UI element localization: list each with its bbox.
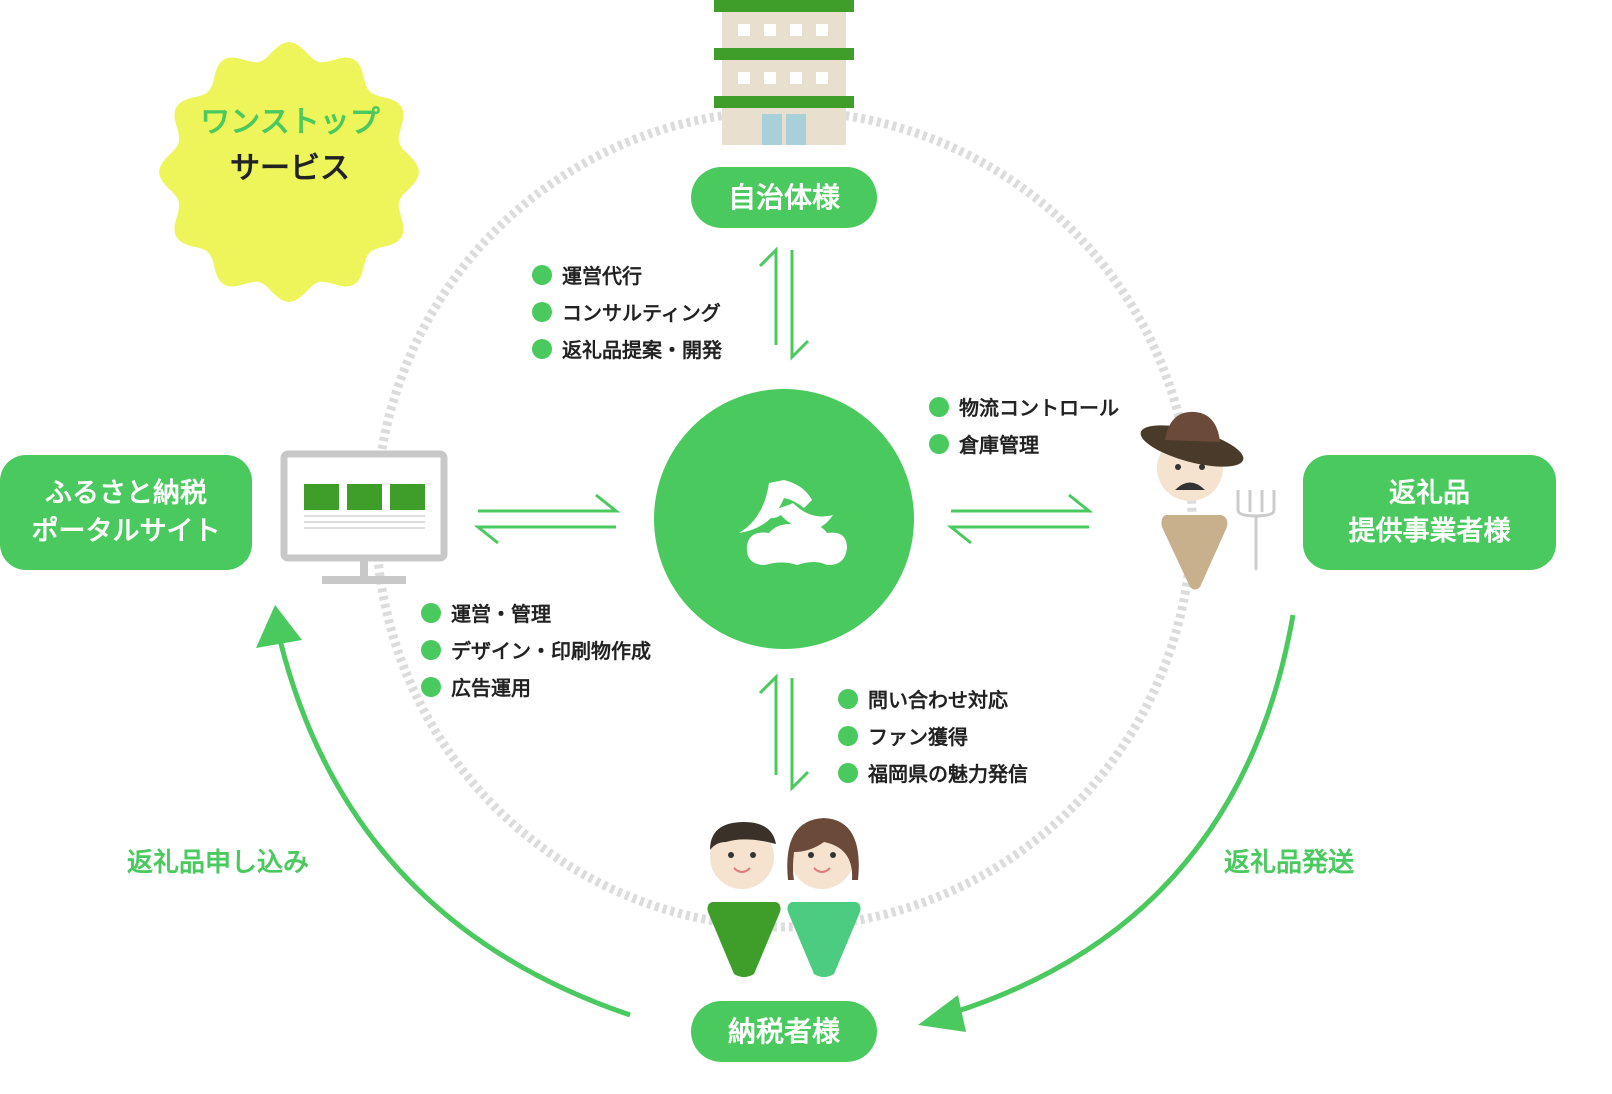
list-item: 問い合わせ対応: [838, 680, 1028, 717]
ship-flow-arrow: [954, 614, 1296, 1015]
list-item: デザイン・印刷物作成: [421, 631, 651, 668]
list-item: コンサルティング: [532, 293, 722, 330]
list-item: 物流コントロール: [929, 388, 1119, 425]
supplier-services: 物流コントロール 倉庫管理: [929, 388, 1119, 462]
portal-services: 運営・管理 デザイン・印刷物作成 広告運用: [421, 594, 651, 705]
exchange-arrow-taxpayer: [758, 673, 810, 792]
list-item: 運営代行: [532, 256, 722, 293]
farmer-icon: [1140, 411, 1276, 590]
municipality-services: 運営代行 コンサルティング 返礼品提案・開発: [532, 256, 722, 367]
taxpayer-label: 納税者様: [727, 1014, 840, 1048]
portal-label-1: ふるさと納税: [45, 477, 207, 509]
badge-line1: ワンストップ: [200, 105, 380, 140]
building-icon: [714, 0, 854, 145]
ship-flow-label: 返礼品発送: [1224, 848, 1355, 878]
list-item: ファン獲得: [838, 717, 1028, 754]
badge-line2: サービス: [230, 151, 350, 186]
apply-arrowhead: [256, 605, 302, 648]
portal-label-2: ポータルサイト: [31, 515, 221, 547]
exchange-arrow-municipality: [758, 246, 810, 361]
ship-arrowhead: [918, 995, 966, 1032]
taxpayers-icon: [707, 818, 861, 977]
taxpayer-node: 納税者様: [691, 1001, 877, 1062]
company-logo-mark: [739, 480, 847, 566]
supplier-node: 返礼品 提供事業者様: [1303, 455, 1556, 570]
starburst-badge-shape: [159, 42, 419, 302]
list-item: 倉庫管理: [929, 425, 1119, 462]
list-item: 広告運用: [421, 668, 651, 705]
exchange-arrow-portal: [473, 493, 621, 545]
taxpayer-services: 問い合わせ対応 ファン獲得 福岡県の魅力発信: [838, 680, 1028, 791]
exchange-arrow-supplier: [946, 493, 1094, 545]
municipality-node: 自治体様: [691, 167, 877, 228]
list-item: 福岡県の魅力発信: [838, 754, 1028, 791]
supplier-label-2: 提供事業者様: [1348, 515, 1511, 547]
apply-flow-label: 返礼品申し込み: [127, 848, 310, 878]
portal-node: ふるさと納税 ポータルサイト: [0, 455, 252, 570]
company-logo-circle: [654, 389, 914, 649]
portal-monitor-icon: [280, 450, 448, 584]
one-stop-badge: ワンストップ サービス: [175, 100, 405, 192]
list-item: 運営・管理: [421, 594, 651, 631]
supplier-label-1: 返礼品: [1389, 477, 1470, 509]
list-item: 返礼品提案・開発: [532, 330, 722, 367]
apply-flow-arrow: [277, 639, 631, 1018]
municipality-label: 自治体様: [727, 180, 840, 214]
